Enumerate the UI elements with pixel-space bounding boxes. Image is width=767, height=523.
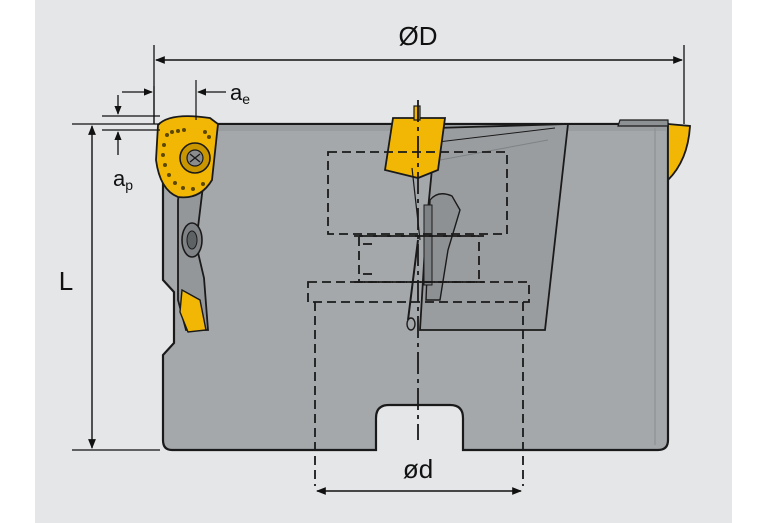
depth-of-cut-symbol: a — [113, 166, 126, 191]
width-of-cut-dimension — [122, 80, 226, 124]
width-of-cut-label: ae — [230, 80, 250, 107]
width-of-cut-symbol: a — [230, 80, 243, 105]
right-cutting-insert — [617, 119, 691, 183]
width-of-cut-subscript: e — [242, 91, 250, 107]
depth-of-cut-label: ap — [113, 166, 133, 193]
center-insert-pocket — [383, 105, 570, 331]
length-label: L — [59, 266, 73, 296]
depth-of-cut-dimension — [102, 95, 160, 155]
outer-diameter-label: ØD — [399, 21, 438, 51]
center-cutting-insert — [383, 117, 447, 179]
diagram-canvas: ØD ae ap L ød — [35, 0, 732, 523]
depth-of-cut-subscript: p — [125, 177, 133, 193]
bore-diameter-label: ød — [403, 454, 433, 484]
length-dimension — [72, 123, 160, 451]
left-cutting-insert — [155, 115, 219, 199]
